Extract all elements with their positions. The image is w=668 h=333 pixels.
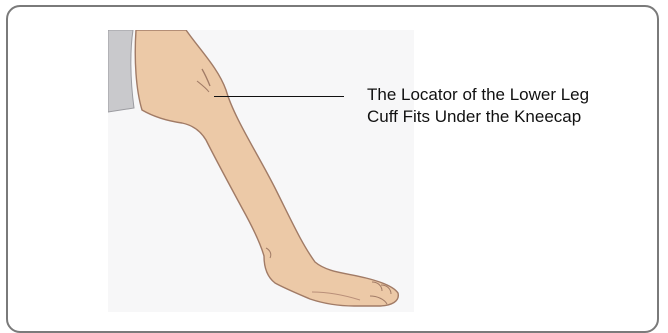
callout-leader-line [214,96,344,97]
callout-text: The Locator of the Lower Leg Cuff Fits U… [367,84,657,128]
callout-line-2: Cuff Fits Under the Kneecap [367,106,657,128]
lower-leg-illustration [108,30,414,312]
leg-drawing [108,30,414,312]
callout-line-1: The Locator of the Lower Leg [367,84,657,106]
garment-edge [108,30,134,112]
